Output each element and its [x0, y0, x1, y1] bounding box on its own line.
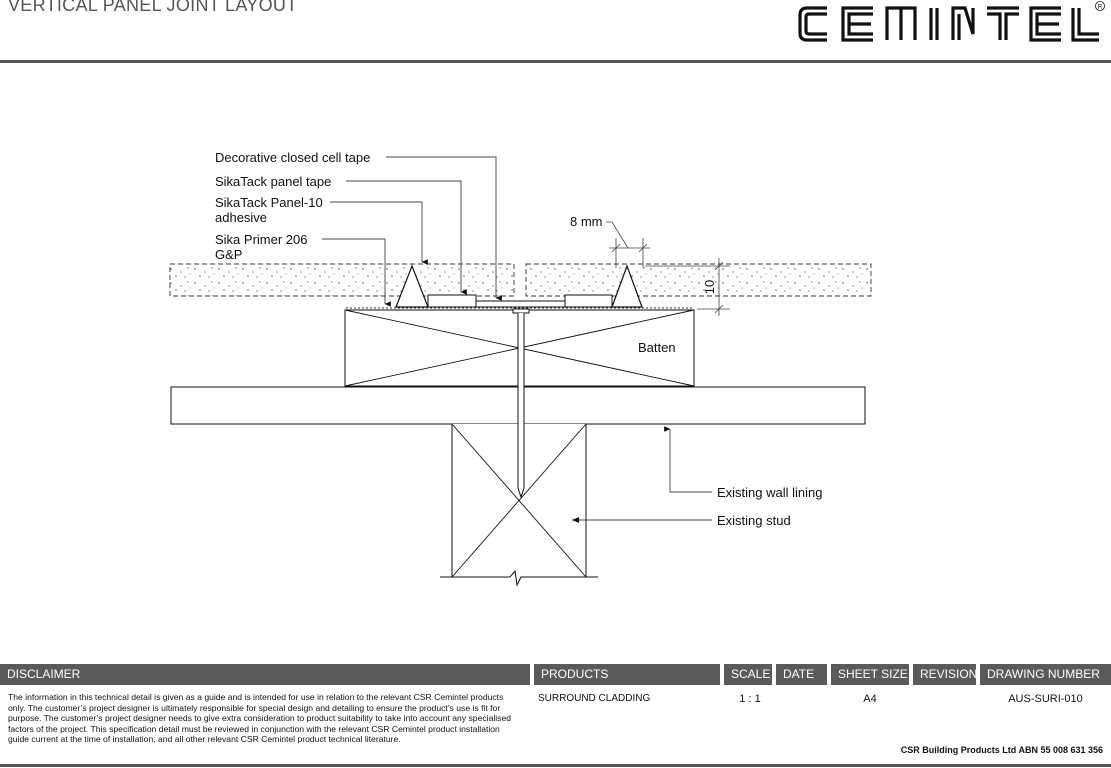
header-drawing-number: DRAWING NUMBER — [980, 664, 1111, 685]
joint-detail-drawing: Decorative closed cell tape SikaTack pan… — [169, 150, 872, 587]
label-batten: Batten — [638, 340, 676, 355]
label-decorative-tape: Decorative closed cell tape — [215, 150, 370, 165]
right-panel-tape — [564, 294, 613, 308]
right-cladding-panel — [525, 263, 872, 297]
right-adhesive-bead — [611, 264, 643, 308]
leader-panel-tape — [346, 180, 467, 295]
header-disclaimer: DISCLAIMER — [0, 664, 530, 685]
gap-dimension — [606, 221, 650, 268]
header-revision: REVISION — [913, 664, 977, 685]
leader-decorative-tape — [386, 156, 502, 301]
scale-value: 1 : 1 — [739, 693, 761, 705]
label-panel-tape: SikaTack panel tape — [215, 174, 331, 189]
sheet-size-value: A4 — [863, 693, 877, 705]
svg-text:R: R — [1098, 5, 1103, 11]
drawing-number-value: AUS-SURI-010 — [1008, 693, 1083, 705]
label-adhesive-line2: adhesive — [215, 210, 267, 225]
leader-adhesive — [330, 201, 428, 265]
top-rule — [0, 60, 1111, 63]
drawing-title: VERTICAL PANEL JOINT LAYOUT — [8, 0, 298, 15]
fastener — [512, 308, 530, 499]
label-stud: Existing stud — [717, 513, 791, 528]
company-abn: CSR Building Products Ltd ABN 55 008 631… — [900, 745, 1103, 755]
decorative-tape — [475, 300, 566, 308]
label-primer-line2: G&P — [215, 247, 242, 262]
products-value: SURROUND CLADDING — [538, 693, 651, 704]
header-products: PRODUCTS — [534, 664, 720, 685]
left-panel-tape — [427, 294, 477, 308]
label-wall-lining: Existing wall lining — [717, 485, 823, 500]
left-cladding-panel — [169, 263, 515, 297]
header-date: DATE — [776, 664, 827, 685]
label-adhesive-line1: SikaTack Panel-10 — [215, 195, 323, 210]
label-gap: 8 mm — [570, 214, 603, 229]
thickness-dimension — [645, 258, 730, 316]
leader-wall-lining — [664, 426, 712, 493]
header-scale: SCALE — [724, 664, 772, 685]
label-thickness: 10 — [702, 280, 717, 294]
disclaimer-text: The information in this technical detail… — [8, 692, 512, 745]
leader-primer — [322, 238, 391, 307]
header-sheet-size: SHEET SIZE — [831, 664, 909, 685]
left-adhesive-bead — [395, 264, 429, 308]
existing-stud — [440, 423, 598, 587]
cemintel-logo: R — [795, 0, 1107, 55]
bottom-rule — [0, 764, 1111, 767]
leader-stud-arrow — [572, 517, 579, 523]
label-primer-line1: Sika Primer 206 — [215, 232, 307, 247]
